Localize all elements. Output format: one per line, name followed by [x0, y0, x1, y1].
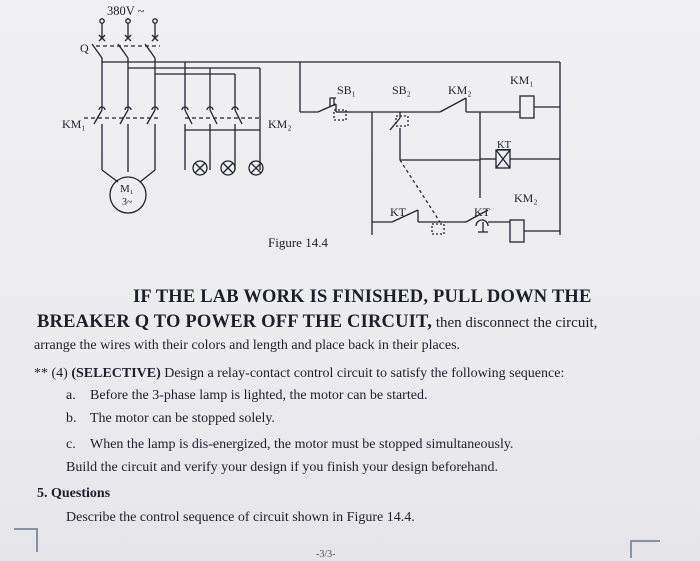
- km2-coil: [509, 219, 525, 243]
- figure-14-4-circuit: 380V ~ Q KM₁ KM₂ M₁ 3~ SB₁ SB₂ KM₂ KM₁ K…: [0, 0, 700, 270]
- kt-contact-label-2: KT: [474, 205, 490, 219]
- kt-contact-label-1: KT: [390, 205, 406, 219]
- headline-line-2: BREAKER Q TO POWER OFF THE CIRCUIT, then…: [37, 312, 597, 333]
- km1-coil-label: KM₁: [510, 73, 534, 87]
- supply-terminal: [99, 18, 105, 24]
- supply-terminal: [152, 18, 158, 24]
- km2-coil-label: KM₂: [514, 191, 538, 205]
- supply-voltage-label: 380V ~: [107, 4, 145, 18]
- kt-nc-contact: [391, 209, 419, 223]
- breaker-q-label: Q: [80, 41, 89, 55]
- item-c: When the lamp is dis-energized, the moto…: [90, 437, 514, 452]
- supply-terminal: [125, 18, 131, 24]
- item-b-marker: b.: [66, 411, 77, 426]
- headline-bold-part: BREAKER Q TO POWER OFF THE CIRCUIT,: [37, 312, 433, 332]
- circuit-diagram: [84, 18, 561, 243]
- kt-timed-contact: [465, 209, 510, 233]
- item-4-prefix: ** (4): [34, 366, 72, 381]
- questions-heading: 5. Questions: [37, 486, 111, 501]
- breaker-q: [91, 34, 160, 59]
- build-instruction: Build the circuit and verify your design…: [66, 460, 498, 475]
- question-text: Describe the control sequence of circuit…: [66, 510, 415, 525]
- motor-m1: [109, 176, 147, 214]
- item-a: Before the 3-phase lamp is lighted, the …: [90, 388, 428, 403]
- item-b: The motor can be stopped solely.: [90, 411, 275, 426]
- sb2-start-button: [389, 112, 409, 160]
- km1-coil: [519, 95, 535, 119]
- figure-caption: Figure 14.4: [268, 235, 328, 250]
- km1-main-contacts: [84, 106, 160, 125]
- kt-coil-label: KT: [497, 140, 511, 151]
- item-c-marker: c.: [66, 437, 76, 452]
- page-number: -3/3-: [316, 549, 336, 560]
- item-4-selective: (SELECTIVE): [71, 366, 161, 381]
- motor-phase-label: 3~: [122, 197, 133, 208]
- km1-main-label: KM₁: [62, 117, 86, 131]
- km2-main-contacts: [181, 106, 262, 125]
- item-4-text: Design a relay-contact control circuit t…: [160, 366, 565, 381]
- instruction-line: arrange the wires with their colors and …: [34, 338, 461, 353]
- km2-main-label: KM₂: [268, 117, 292, 131]
- headline-line-1: IF THE LAB WORK IS FINISHED, PULL DOWN T…: [133, 287, 592, 307]
- km2-contact-label: KM₂: [448, 83, 472, 97]
- three-phase-lamp: [192, 160, 264, 176]
- scan-corner-mark-right: [630, 540, 660, 558]
- scan-corner-mark-left: [14, 528, 38, 552]
- item-a-marker: a.: [66, 388, 76, 403]
- sb2-label: SB₂: [392, 83, 411, 97]
- headline-rest: then disconnect the circuit,: [432, 315, 598, 331]
- item-4: ** (4) (SELECTIVE) Design a relay-contac…: [34, 366, 564, 382]
- km2-nc-contact: [439, 97, 467, 113]
- motor-label: M₁: [120, 183, 134, 195]
- sb1-stop-button: [317, 97, 352, 121]
- sb1-label: SB₁: [337, 83, 356, 97]
